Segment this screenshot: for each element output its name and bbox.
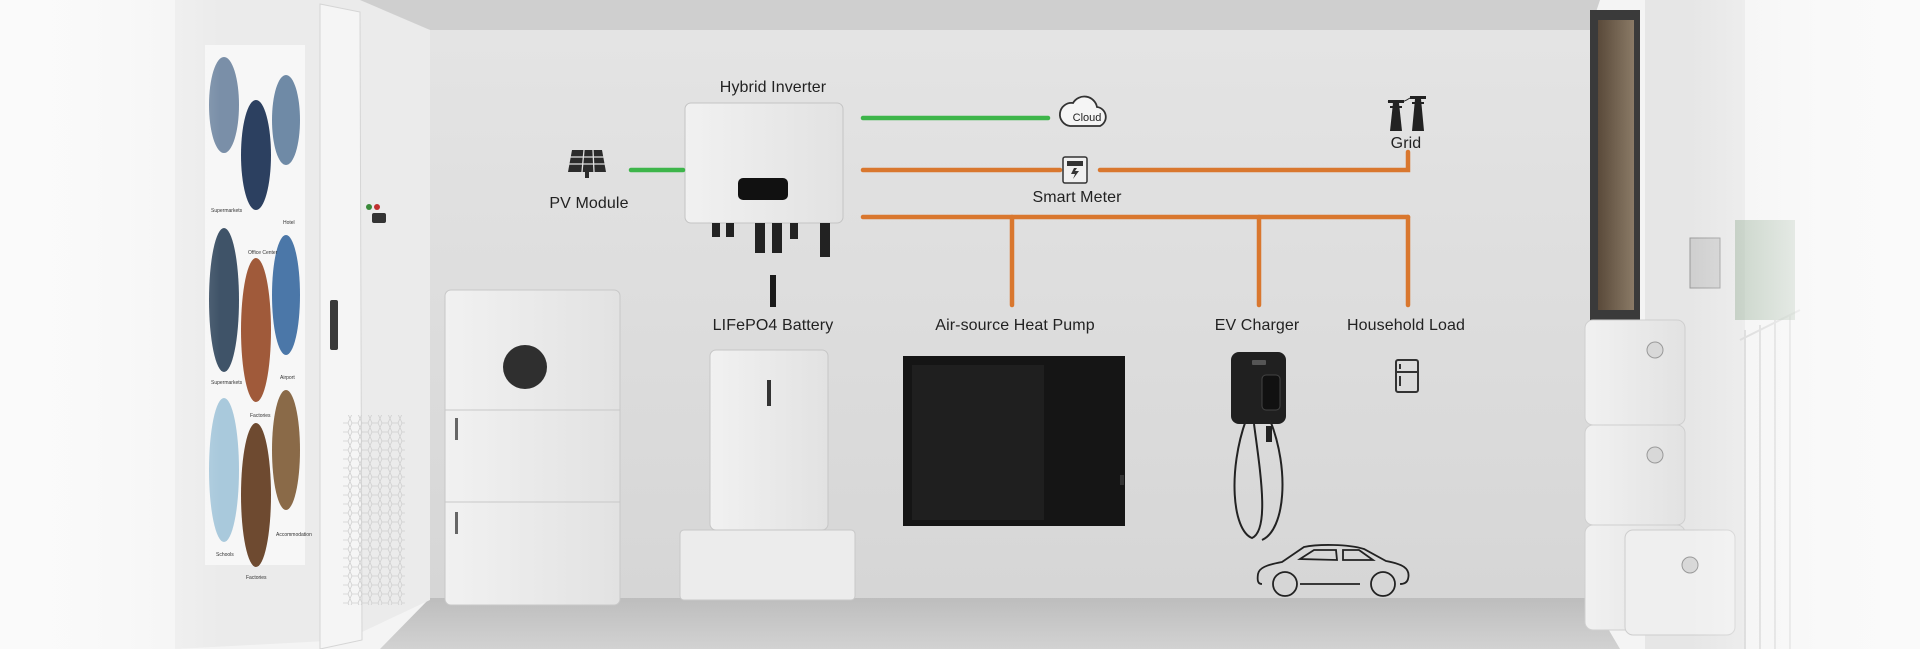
connection-lines <box>628 115 1411 308</box>
poster-caption: Factories <box>250 413 271 419</box>
poster-caption: Supermarkets <box>211 208 243 214</box>
door-led-red <box>374 204 380 210</box>
household-load-label: Household Load <box>1347 317 1465 334</box>
right-battery-stack <box>1584 319 1736 636</box>
heat-pump-label: Air-source Heat Pump <box>935 317 1095 334</box>
meter-icon <box>1062 156 1088 184</box>
poster-caption: Accommodation <box>276 532 312 538</box>
ev-charger-label: EV Charger <box>1214 317 1300 334</box>
door-handle <box>330 300 338 350</box>
battery-label: LIFePO4 Battery <box>712 317 834 334</box>
hybrid-inverter-unit <box>684 102 844 307</box>
fridge-icon <box>1395 359 1419 393</box>
poster-image-5 <box>241 258 271 402</box>
heat-pump-unit <box>903 356 1125 526</box>
grid-label: Grid <box>1390 135 1422 152</box>
poster-image-9 <box>272 390 300 510</box>
poster-image-3 <box>272 75 300 165</box>
smart-meter-label: Smart Meter <box>1032 189 1122 206</box>
poster-caption: Supermarkets <box>211 380 243 386</box>
floor <box>380 598 1620 649</box>
lifepo4-battery-unit <box>679 349 856 601</box>
cloud-label: Cloud <box>1072 112 1102 124</box>
pv-module-label: PV Module <box>549 195 629 212</box>
poster-caption: Schools <box>216 552 234 558</box>
poster-image-6 <box>272 235 300 355</box>
ev-charger-unit <box>1231 352 1286 541</box>
poster-caption: Airport <box>280 375 295 381</box>
floor-battery-cabinet <box>444 289 621 606</box>
poster-caption: Factories <box>246 575 267 581</box>
wood-wall <box>1598 20 1634 310</box>
door-switch <box>372 213 386 223</box>
poster-image-2 <box>241 100 271 210</box>
door-vent <box>343 415 405 605</box>
cloud-icon <box>1059 95 1107 127</box>
car-icon <box>1256 544 1410 597</box>
right-edge-fade <box>1690 0 1920 649</box>
ceiling <box>340 0 1600 30</box>
solar-panel-icon <box>568 149 606 178</box>
door-led-green <box>366 204 372 210</box>
poster-image-8 <box>241 423 271 567</box>
poster-caption: Office Center <box>248 250 278 256</box>
poster-caption: Hotel <box>283 220 295 226</box>
left-edge-fade <box>0 0 220 649</box>
grid-tower-icon <box>1387 96 1426 131</box>
hybrid-inverter-label: Hybrid Inverter <box>719 79 827 96</box>
grid-link <box>1097 149 1411 173</box>
